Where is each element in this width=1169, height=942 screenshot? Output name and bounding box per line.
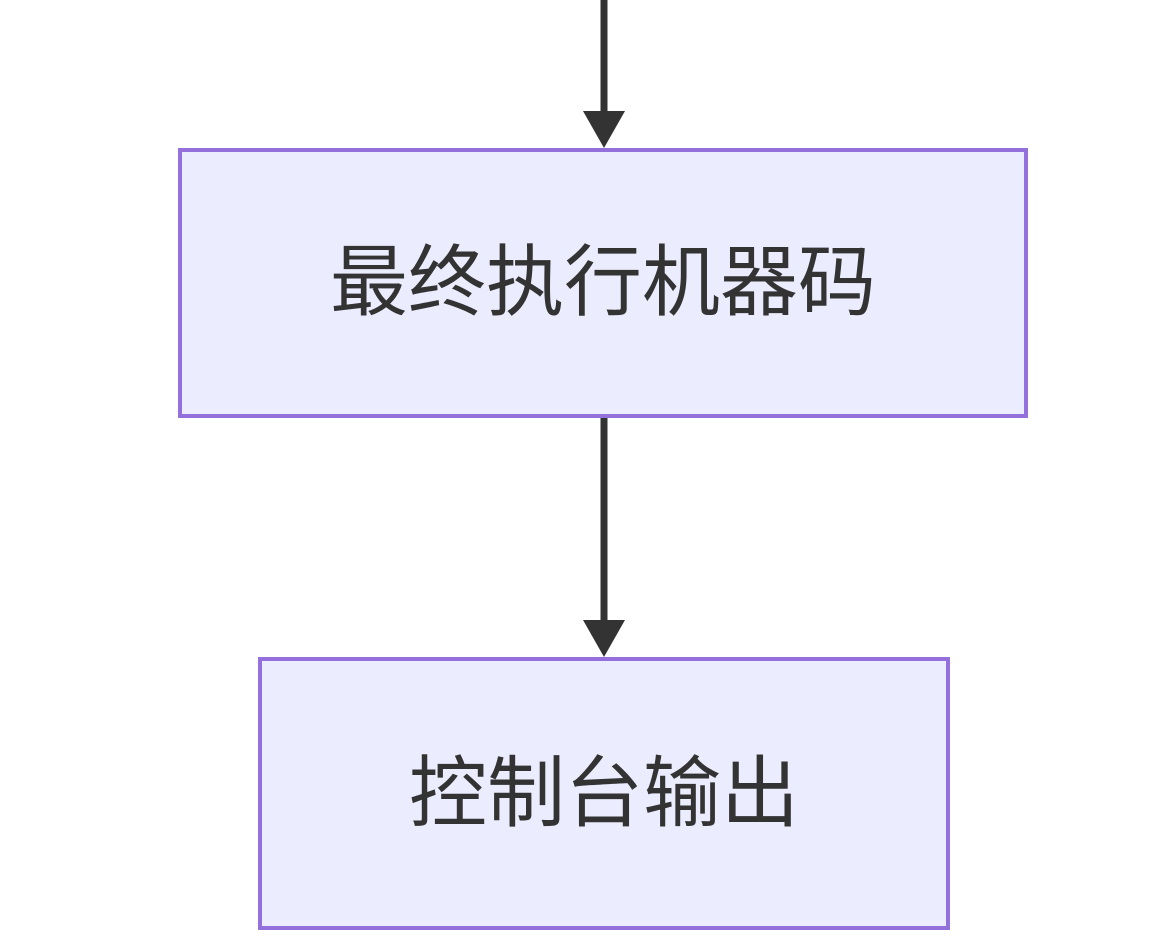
node-console-output-label: 控制台输出 — [408, 748, 799, 837]
node-final-machine-code: 最终执行机器码 — [178, 148, 1028, 418]
node-final-machine-code-label: 最终执行机器码 — [329, 238, 876, 327]
arrow-final-machine-code-to-console-output — [583, 418, 625, 657]
arrow-into-final-machine-code — [583, 0, 625, 148]
node-console-output: 控制台输出 — [258, 657, 950, 930]
